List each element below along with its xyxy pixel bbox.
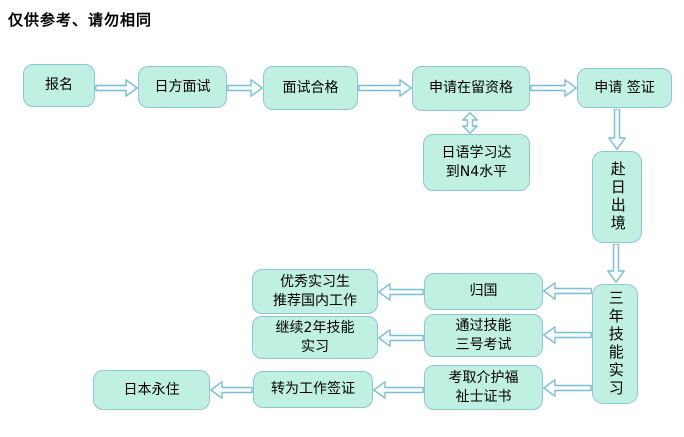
node-japan-permanent-residence: 日本永住 [93,370,210,410]
node-apply-visa: 申请 签证 [577,68,672,108]
node-caregiver-certificate: 考取介护福 祉士证书 [424,365,543,410]
arrow-internship-to-exam3-icon [543,326,592,344]
node-pass-skill-exam-3: 通过技能 三号考试 [424,314,543,357]
arrow-return-to-outstanding-icon [378,283,424,301]
node-return-home: 归国 [424,273,543,310]
arrow-residence-n4-double-icon [462,112,478,134]
arrow-internship-to-certificate-icon [543,379,592,397]
arrow-interview-passed-to-residence-icon [358,79,412,97]
node-interview-passed: 面试合格 [263,66,358,110]
node-three-year-internship: 三年技能实习 [592,284,638,404]
arrow-depart-to-internship-icon [607,244,625,283]
arrow-workvisa-to-permanent-icon [210,381,253,399]
arrow-signup-to-japan-interview-icon [95,79,138,97]
arrow-japan-interview-to-interview-passed-icon [227,79,263,97]
disclaimer-title: 仅供参考、请勿相同 [8,11,153,29]
node-continue-2year-internship: 继续2年技能 实习 [252,316,378,359]
arrow-exam3-to-continue-icon [378,329,424,347]
arrow-certificate-to-workvisa-icon [373,381,424,399]
node-apply-residence-status: 申请在留资格 [412,66,530,111]
node-japanese-n4: 日语学习达 到N4水平 [423,134,530,191]
node-depart-to-japan: 赴日出境 [592,151,642,243]
arrow-residence-to-visa-icon [530,79,577,97]
node-japan-interview: 日方面试 [138,66,227,108]
node-work-visa: 转为工作签证 [253,371,373,408]
node-outstanding-intern: 优秀实习生 推荐国内工作 [252,269,378,314]
arrow-internship-to-return-icon [543,282,592,300]
node-signup: 报名 [23,64,95,107]
arrow-visa-to-depart-icon [608,109,626,150]
